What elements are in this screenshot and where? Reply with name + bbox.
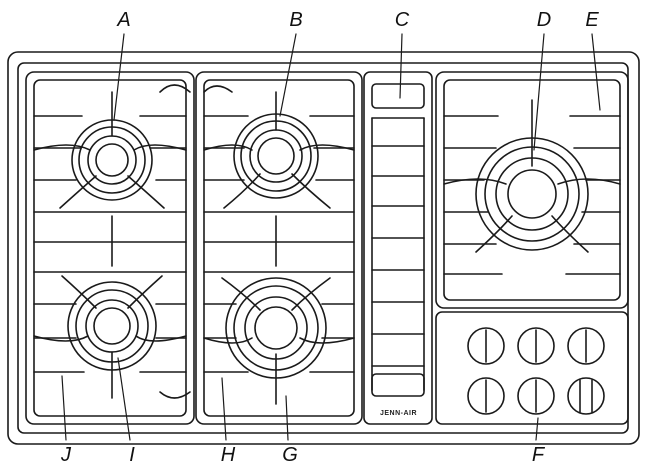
callout-d: D: [536, 9, 552, 31]
callout-b: B: [289, 9, 303, 31]
grate-tines-left: [33, 115, 187, 373]
callout-i: I: [129, 444, 135, 466]
grate-right: [435, 71, 629, 309]
callout-f: F: [531, 444, 545, 466]
grate-bump-top-middle: [203, 85, 233, 93]
grate-tines-middle: [203, 115, 355, 373]
callout-c: C: [394, 9, 410, 31]
leader-lines: [61, 33, 601, 441]
control-panel: [435, 311, 629, 425]
burner-i: [33, 275, 187, 399]
grate-middle: [195, 71, 363, 425]
burner-g: [203, 277, 355, 405]
grate-bump-top-left: [159, 84, 191, 93]
callout-j: J: [61, 444, 71, 466]
brand-logo: JENN-AIR: [380, 410, 418, 417]
grate-left: [25, 71, 195, 425]
burner-a: [33, 91, 187, 209]
burner-d: [443, 99, 621, 253]
burner-b: [203, 91, 355, 209]
callout-e: E: [585, 9, 599, 31]
control-knobs: [467, 327, 605, 415]
grate-bump-bottom-left: [159, 391, 191, 399]
callout-g: G: [282, 444, 298, 466]
callout-a: A: [117, 9, 131, 31]
griddle-strip: [363, 71, 433, 425]
cooktop-frame: [7, 51, 640, 445]
callout-h: H: [220, 444, 236, 466]
